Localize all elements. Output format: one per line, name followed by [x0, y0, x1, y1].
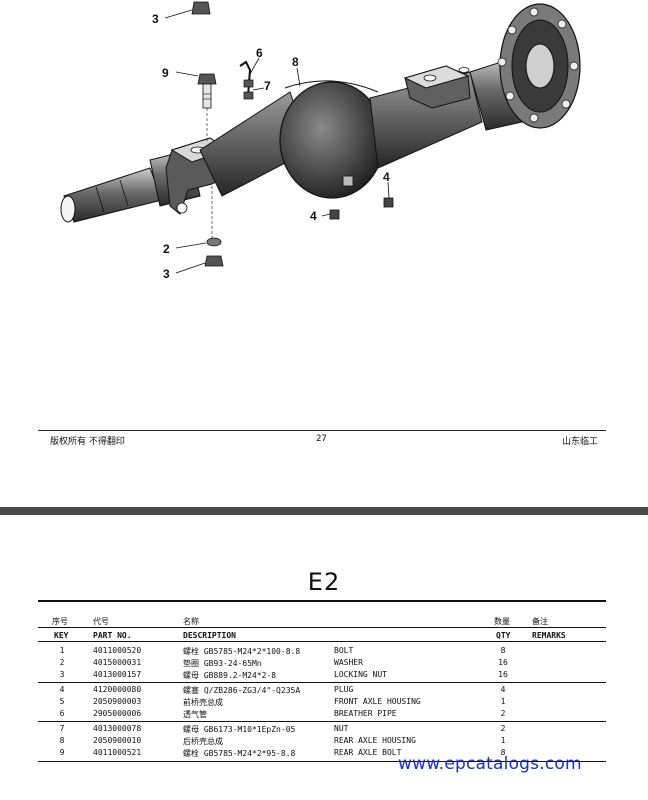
row-description: PLUG [334, 685, 354, 694]
page-separator [0, 507, 648, 515]
footer-company: 山东临工 [562, 437, 599, 447]
header-qty-cn: 数量 [494, 617, 510, 626]
callout-6: 6 [256, 46, 263, 60]
row-key: 2 [59, 658, 65, 667]
table-row: 1 4011000520 螺栓 GB5785-M24*2*100-8.8 BOL… [0, 646, 648, 657]
row-spec: 螺栓 GB5785-M24*2*95-8.8 [183, 749, 296, 758]
row-description: LOCKING NUT [334, 670, 387, 679]
table-header-bottom-rule [38, 641, 606, 642]
row-key: 6 [59, 709, 65, 718]
row-spec: 后桥壳总成 [183, 737, 223, 746]
row-key: 4 [59, 685, 65, 694]
row-spec: 螺栓 GB5785-M24*2*100-8.8 [183, 647, 301, 656]
plug-part-4-right [383, 197, 394, 208]
table-top-rule [38, 600, 606, 602]
table-row: 4 4120000080 螺塞 Q/ZB286-ZG3/4"-Q235A PLU… [0, 685, 648, 696]
table-bottom-rule [38, 761, 606, 762]
callout-3-lower: 3 [163, 267, 170, 281]
header-remarks-cn: 备注 [532, 617, 548, 626]
row-spec: 螺塞 Q/ZB286-ZG3/4"-Q235A [183, 686, 301, 695]
row-description: BOLT [334, 646, 354, 655]
row-spec: 前桥壳总成 [183, 698, 223, 707]
footer-rule [38, 430, 606, 431]
header-qty: QTY [496, 631, 511, 640]
callout-7: 7 [264, 79, 271, 93]
nut-part-3-upper [191, 1, 211, 15]
row-part-no: 4011000520 [93, 646, 142, 655]
header-key-cn: 序号 [52, 617, 68, 626]
row-key: 7 [59, 724, 65, 733]
row-description: BREATHER PIPE [334, 709, 397, 718]
breather-pipe-part-6 [239, 60, 254, 100]
catalog-page-parts-list [0, 515, 648, 800]
row-qty: 2 [500, 724, 506, 733]
table-header-rule [38, 627, 606, 628]
header-part-no: PART NO. [93, 631, 132, 640]
row-qty: 8 [500, 748, 506, 757]
row-spec: 垫圈 GB93-24-65Mn [183, 659, 262, 668]
table-group-rule-1 [38, 682, 606, 683]
catalog-page-27: 3 9 6 7 8 4 4 2 3 版权所有 不得翻印 27 山东临工 [38, 1, 606, 447]
callout-8: 8 [292, 55, 299, 69]
table-row: 2 4015000031 垫圈 GB93-24-65Mn WASHER 16 [0, 658, 648, 669]
row-description: FRONT AXLE HOUSING [334, 697, 421, 706]
row-key: 1 [59, 646, 65, 655]
header-key: KEY [54, 631, 69, 640]
row-part-no: 4015000031 [93, 658, 142, 667]
header-remarks: REMARKS [532, 631, 566, 640]
callout-4-right: 4 [383, 170, 390, 184]
row-part-no: 2050900010 [93, 736, 142, 745]
row-key: 5 [59, 697, 65, 706]
right-mounting-pad [403, 65, 471, 109]
callout-2: 2 [163, 242, 170, 256]
table-row: 9 4011000521 螺栓 GB5785-M24*2*95-8.8 REAR… [0, 748, 648, 759]
row-qty: 16 [498, 658, 508, 667]
table-row: 7 4013000078 螺母 GB6173-M10*1EpZn-05 NUT … [0, 724, 648, 735]
table-row: 6 2905000006 透气管 BREATHER PIPE 2 [0, 709, 648, 720]
row-part-no: 4011000521 [93, 748, 142, 757]
row-qty: 8 [500, 646, 506, 655]
row-spec: 螺母 GB6173-M10*1EpZn-05 [183, 725, 296, 734]
bolt-part-9 [197, 73, 217, 142]
differential-bowl [279, 80, 385, 199]
plug-part-4-left [329, 209, 340, 220]
washer-part-2 [206, 237, 222, 247]
row-spec: 螺母 GB889.2-M24*2-8 [183, 671, 277, 680]
axle-housing-diagram: 3 9 6 7 8 4 4 2 3 [60, 1, 581, 281]
section-title: E2 [307, 568, 341, 596]
row-qty: 1 [500, 736, 506, 745]
table-row: 5 2050900003 前桥壳总成 FRONT AXLE HOUSING 1 [0, 697, 648, 708]
footer-copyright: 版权所有 不得翻印 [50, 437, 125, 447]
row-qty: 2 [500, 709, 506, 718]
watermark-link[interactable]: www.epcatalogs.com [398, 754, 582, 774]
row-part-no: 4013000157 [93, 670, 142, 679]
row-part-no: 4120000080 [93, 685, 142, 694]
table-row: 3 4013000157 螺母 GB889.2-M24*2-8 LOCKING … [0, 670, 648, 681]
right-flange [469, 3, 581, 131]
header-description: DESCRIPTION [183, 631, 236, 640]
row-part-no: 4013000078 [93, 724, 142, 733]
table-row: 8 2050900010 后桥壳总成 REAR AXLE HOUSING 1 [0, 736, 648, 747]
row-description: WASHER [334, 658, 363, 667]
row-spec: 透气管 [183, 710, 207, 719]
row-qty: 1 [500, 697, 506, 706]
row-description: REAR AXLE BOLT [334, 748, 402, 757]
row-part-no: 2905000006 [93, 709, 142, 718]
row-description: NUT [334, 724, 349, 733]
row-qty: 4 [500, 685, 506, 694]
footer-page-number: 27 [316, 434, 327, 444]
nut-part-3-lower [204, 255, 224, 267]
callout-4-left: 4 [310, 209, 317, 223]
callout-3-upper: 3 [152, 12, 159, 26]
row-part-no: 2050900003 [93, 697, 142, 706]
row-qty: 16 [498, 670, 508, 679]
header-desc-cn: 名称 [183, 617, 199, 626]
header-part-cn: 代号 [93, 617, 109, 626]
table-group-rule-2 [38, 721, 606, 722]
row-key: 8 [59, 736, 65, 745]
row-description: REAR AXLE HOUSING [334, 736, 416, 745]
row-key: 9 [59, 748, 65, 757]
row-key: 3 [59, 670, 65, 679]
callout-9: 9 [162, 66, 169, 80]
